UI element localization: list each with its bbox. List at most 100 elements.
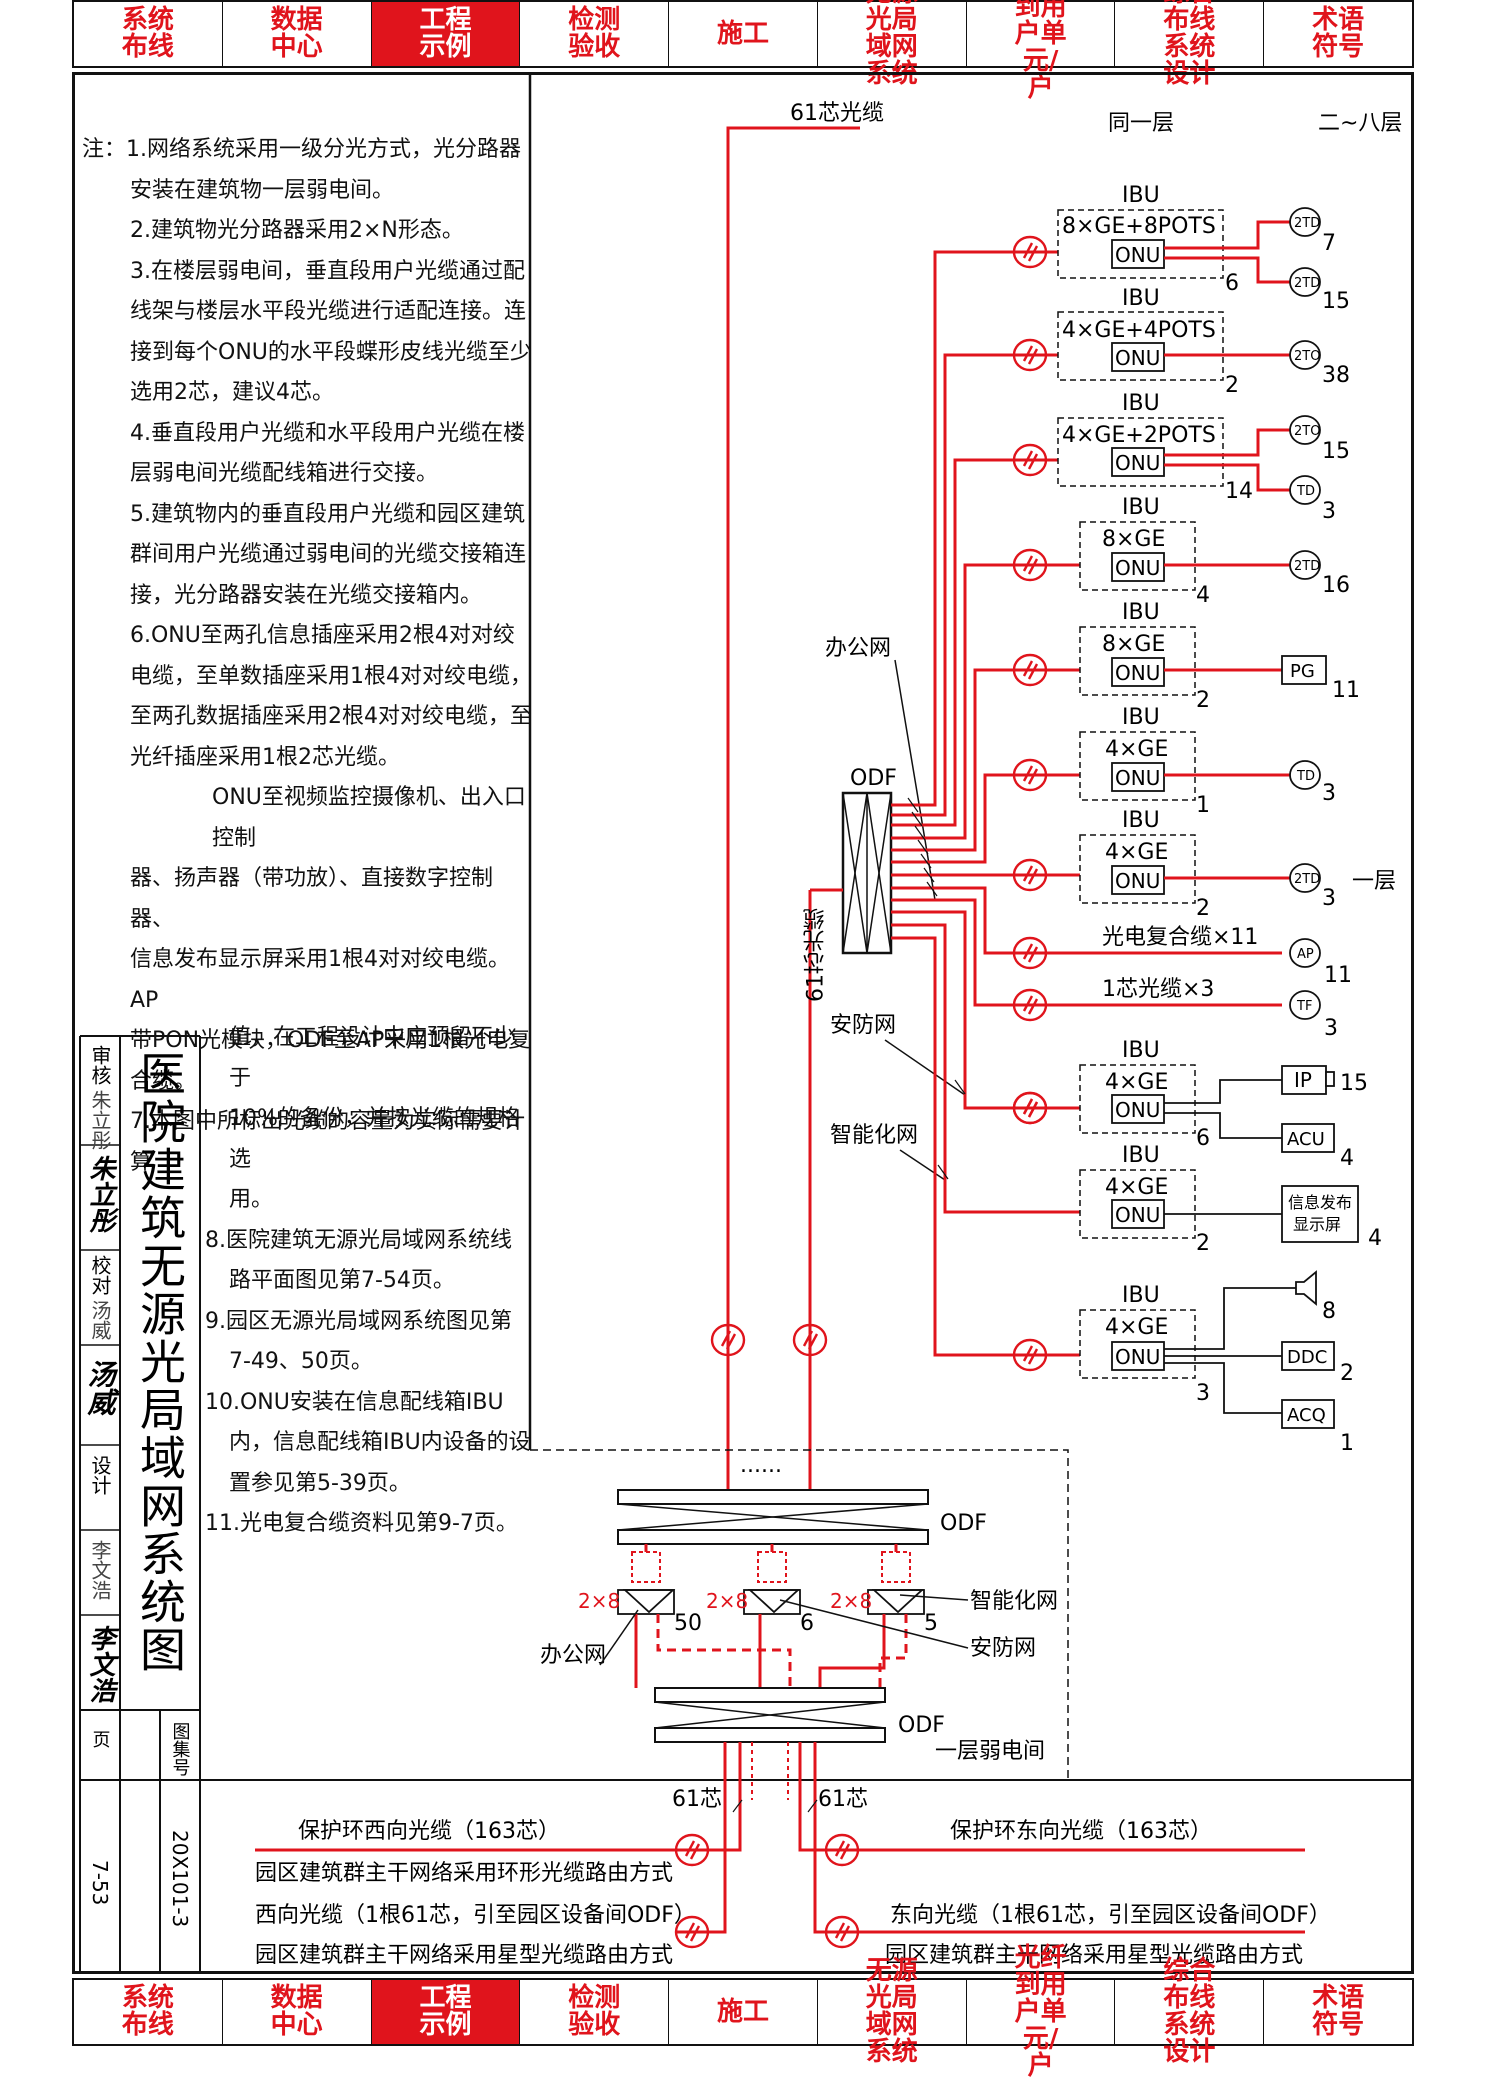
- note-line: 至两孔数据插座采用2根4对对绞电缆，至: [130, 704, 532, 729]
- ibu-count: 6: [1196, 1126, 1210, 1151]
- top-tab-bar: 系统布线 数据中心 工程示例 检测验收 施工 无源光局域网系统 光纤到用户单元/…: [72, 0, 1414, 101]
- tab-6[interactable]: 光纤到用户单元/户: [967, 1944, 1116, 2079]
- ibu-label: IBU: [1122, 495, 1160, 520]
- note-line: 5.建筑物内的垂直段用户光缆和园区建筑: [130, 501, 525, 527]
- device-count: 3: [1322, 886, 1336, 911]
- note-line: 信息发布显示屏采用1根4对对绞电缆。AP: [130, 947, 510, 1013]
- first-floor-label: 一层: [1352, 869, 1396, 894]
- reviewer-signature: 朱立彤: [85, 1155, 115, 1233]
- tab-6[interactable]: 光纤到用户单元/户: [967, 0, 1116, 101]
- tab-5[interactable]: 无源光局域网系统: [818, 1958, 967, 2066]
- tab-7[interactable]: 综合布线系统设计: [1115, 0, 1265, 88]
- note-line: 值，在工程设计中应预留不少于: [229, 1025, 516, 1091]
- ddc-label: DDC: [1287, 1347, 1327, 1368]
- designer-signature: 李文浩: [85, 1625, 115, 1703]
- device-count: 11: [1332, 678, 1360, 703]
- tab-1[interactable]: 数据中心: [223, 2, 372, 66]
- atlas-number: 20X101-3: [168, 1830, 192, 1927]
- note-line: 4.垂直段用户光缆和水平段用户光缆在楼: [130, 420, 525, 446]
- star-description-west: 园区建筑群主干网络采用星型光缆路由方式: [255, 1943, 673, 1968]
- device-label: TF: [1296, 999, 1312, 1014]
- splitter-office-label: 办公网: [540, 1643, 606, 1668]
- splitter-security: 2×8 6: [706, 1551, 814, 1636]
- tab-4[interactable]: 施工: [669, 1980, 818, 2044]
- onu-label: ONU: [1115, 766, 1160, 790]
- ibu-label: IBU: [1122, 808, 1160, 833]
- ibu-count: 14: [1225, 479, 1253, 504]
- ibu-count: 2: [1196, 896, 1210, 921]
- device-label: TD: [1296, 769, 1315, 784]
- lower-odf-label: ODF: [898, 1713, 945, 1738]
- note-line: 3.在楼层弱电间，垂直段用户光缆通过配: [130, 258, 525, 284]
- drawing-frame: [72, 72, 1414, 1974]
- note-line: 选用2芯，建议4芯。: [130, 380, 334, 405]
- note-line: 6.ONU至两孔信息插座采用2根4对对绞: [130, 623, 515, 648]
- weak-room-label: 一层弱电间: [935, 1739, 1045, 1764]
- note-line: 内，信息配线箱IBU内设备的设: [229, 1430, 531, 1455]
- tab-0[interactable]: 系统布线: [74, 2, 223, 66]
- floors-label: 二~八层: [1318, 111, 1402, 136]
- tab-0[interactable]: 系统布线: [74, 1980, 223, 2044]
- ibu-spec: 8×GE: [1102, 632, 1165, 657]
- device-count: 11: [1324, 963, 1352, 988]
- splitter-count: 5: [924, 1611, 938, 1636]
- splitter-smart: 2×8 5: [830, 1551, 938, 1636]
- composite-cable-label: 光电复合缆×11: [1102, 925, 1258, 950]
- ibu-group-4: IBU 8×GE ONU 4: [1079, 495, 1210, 608]
- device-label: TD: [1296, 484, 1315, 499]
- ibu-group-7: IBU 4×GE ONU 2: [1079, 808, 1210, 921]
- ibu-security: IBU 4×GE ONU 6 IP 15 ACU 4: [1079, 1038, 1368, 1171]
- note-line: 用。: [229, 1187, 274, 1212]
- device-count: 8: [1322, 1299, 1336, 1324]
- ibu-building-automation: IBU 4×GE ONU 3 8 DDC 2 ACQ 1: [1079, 1270, 1354, 1456]
- tab-3[interactable]: 检测验收: [520, 2, 670, 66]
- upper-odf-label: ODF: [940, 1511, 987, 1536]
- ibu-spec: 4×GE: [1105, 1070, 1168, 1095]
- tab-8[interactable]: 术语符号: [1312, 1983, 1365, 2040]
- note-line: 路平面图见第7-54页。: [229, 1268, 455, 1293]
- device-count: 3: [1322, 781, 1336, 806]
- top-cable-label: 61芯光缆: [790, 101, 884, 126]
- device-count: 15: [1340, 1071, 1368, 1096]
- tab-1[interactable]: 数据中心: [223, 1980, 372, 2044]
- onu-label: ONU: [1115, 346, 1160, 370]
- ibu-group-6: IBU 4×GE ONU 1: [1079, 705, 1210, 818]
- device-label: 2TD: [1294, 276, 1320, 291]
- same-floor-label: 同一层: [1108, 111, 1174, 136]
- device-count: 4: [1368, 1226, 1382, 1251]
- splitter-ratio: 2×8: [578, 1589, 620, 1613]
- note-line: 层弱电间光缆配线箱进行交接。: [130, 461, 439, 486]
- note-line: 10%的备份，并按光缆的规格选: [229, 1106, 520, 1172]
- onu-label: ONU: [1115, 1345, 1160, 1369]
- device-count: 16: [1322, 573, 1350, 598]
- tab-7[interactable]: 综合布线系统设计: [1115, 1958, 1265, 2066]
- ibu-spec: 4×GE+2POTS: [1062, 423, 1216, 448]
- device-label: AP: [1297, 947, 1314, 962]
- speaker-icon: [1295, 1270, 1317, 1306]
- note-line: 7-49、50页。: [229, 1349, 373, 1374]
- notes-column-2: 值，在工程设计中应预留不少于 10%的备份，并按光缆的规格选 用。 8.医院建筑…: [205, 1018, 535, 1545]
- tab-8[interactable]: 术语符号: [1312, 5, 1365, 62]
- ibu-spec: 4×GE: [1105, 737, 1168, 762]
- onu-label: ONU: [1115, 661, 1160, 685]
- tab-2[interactable]: 工程示例: [371, 2, 521, 66]
- tab-4[interactable]: 施工: [669, 2, 818, 66]
- ibu-group-5: IBU 8×GE ONU 2: [1079, 600, 1210, 713]
- splitter-security-label: 安防网: [970, 1636, 1036, 1661]
- note-line: 10.ONU安装在信息配线箱IBU: [205, 1389, 504, 1415]
- note-line: 群间用户光缆通过弱电间的光缆交接箱连: [130, 542, 527, 567]
- note-line: 带PON光模块，ODF至AP采用1根光电复: [130, 1028, 531, 1053]
- floor-odf-label: ODF: [850, 766, 897, 791]
- tab-2[interactable]: 工程示例: [371, 1980, 521, 2044]
- reviewer-name: 朱立彤: [88, 1090, 112, 1150]
- designer-label: 设计: [88, 1455, 112, 1495]
- ibu-spec: 4×GE: [1105, 1315, 1168, 1340]
- note-line: 接到每个ONU的水平段蝶形皮线光缆至少: [130, 339, 532, 365]
- tab-3[interactable]: 检测验收: [520, 1980, 670, 2044]
- acu-label: ACU: [1287, 1129, 1325, 1150]
- ibu-label: IBU: [1122, 286, 1160, 311]
- ip-camera-label: IP: [1294, 1068, 1312, 1092]
- ibu-spec: 4×GE: [1105, 1175, 1168, 1200]
- core61-label-a: 61芯: [672, 1787, 722, 1812]
